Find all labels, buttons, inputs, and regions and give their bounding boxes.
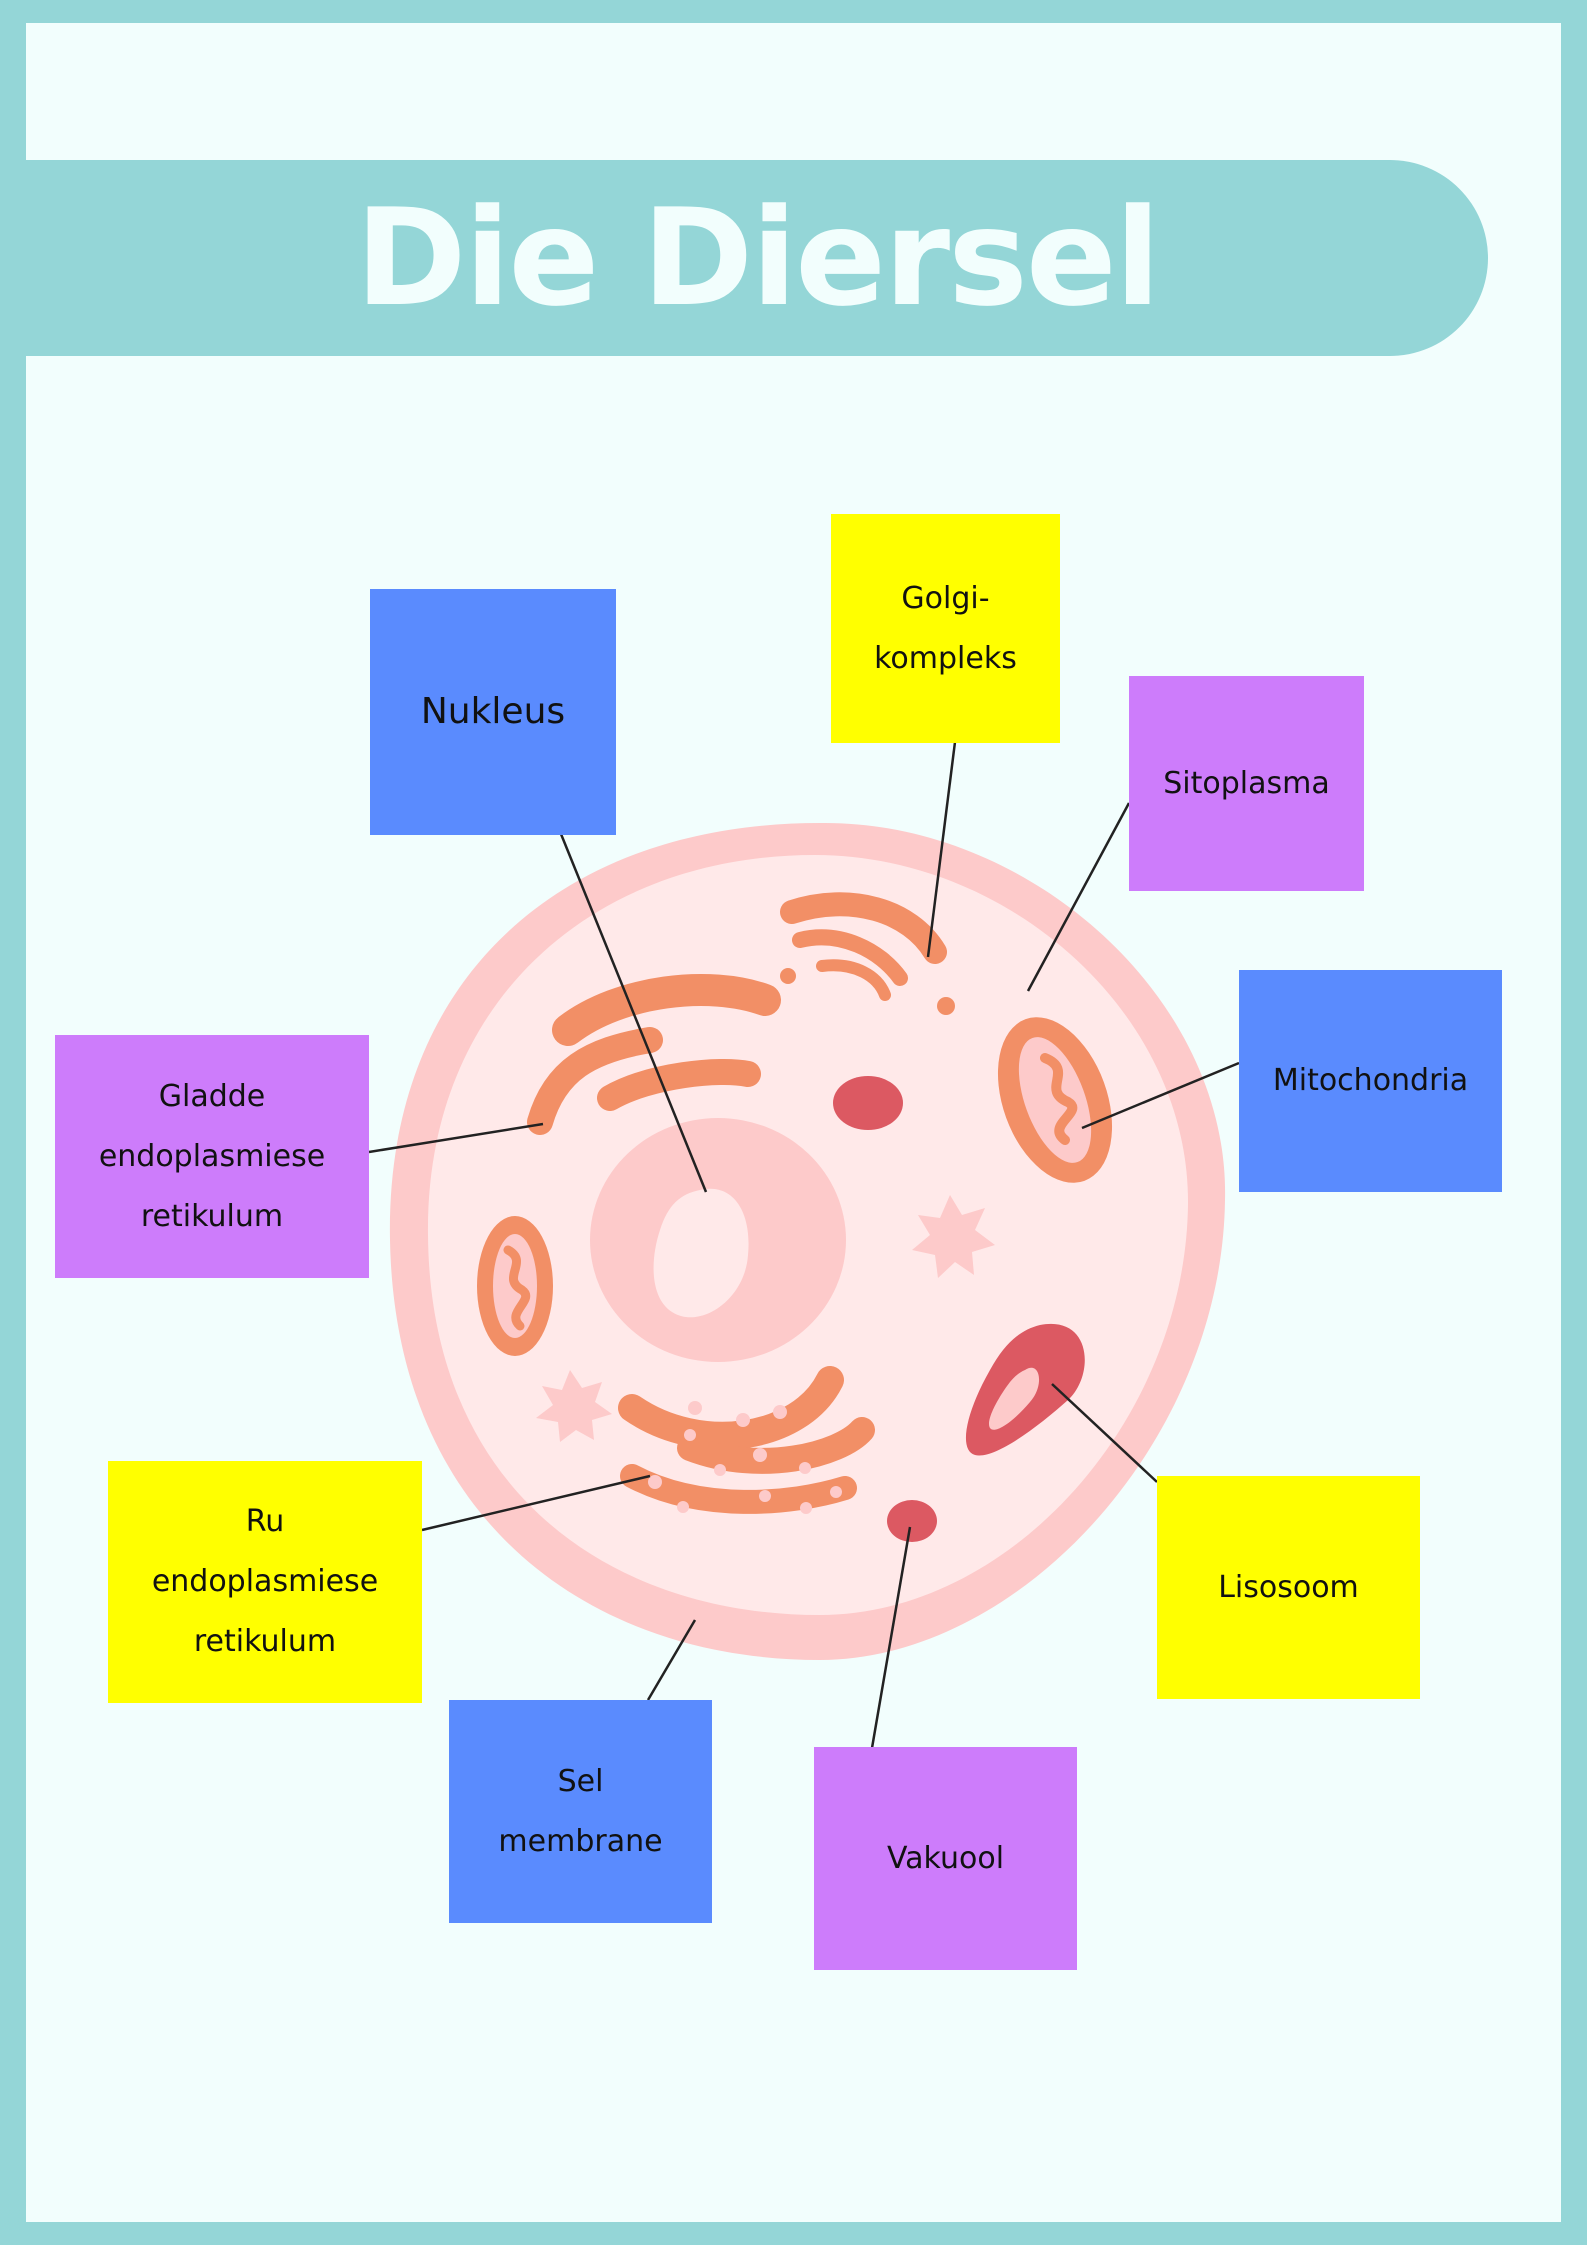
label-nucleus: Nukleus [370,589,616,835]
pointer-mitochondria [1081,1061,1240,1130]
mitochondrion-right [997,1017,1113,1183]
label-mitochondria-text: Mitochondria [1272,1063,1469,1098]
pointer-golgi [926,741,957,958]
label-rough-er-line2: endoplasmiese [151,1564,379,1599]
pointer-rough-er [421,1474,651,1532]
centrosome-left [536,1370,612,1442]
label-rough-er: Ru endoplasmiese retikulum [108,1461,422,1703]
pointer-membrane [646,1619,697,1701]
label-smooth-er: Gladde endoplasmiese retikulum [55,1035,369,1278]
label-mitochondria: Mitochondria [1239,970,1502,1192]
golgi-apparatus [780,892,955,1015]
pointer-smooth-er [368,1122,544,1154]
label-nucleus-text: Nukleus [420,691,566,732]
label-smooth-er-line1: Gladde [158,1078,266,1114]
label-golgi-line2: kompleks [874,640,1017,676]
pointer-cytoplasm [1026,802,1131,992]
label-vacuole: Vakuool [814,1747,1077,1970]
label-rough-er-line3: retikulum [193,1624,337,1659]
mitochondrion-left [477,1216,553,1356]
label-smooth-er-line2: endoplasmiese [98,1138,326,1174]
pointer-nucleus [559,833,708,1193]
label-rough-er-line1: Ru [245,1504,285,1539]
vacuole [887,1500,937,1542]
title-banner [26,160,1488,356]
nucleolus [653,1188,749,1318]
poster-title: Die Diersel [355,180,1160,336]
label-golgi-line1: Golgi- [901,580,990,616]
label-cytoplasm-text: Sitoplasma [1163,765,1330,801]
ribosomes [648,1401,842,1514]
label-membrane: Sel membrane [449,1700,712,1923]
label-vacuole-text: Vakuool [886,1840,1005,1876]
label-membrane-line1: Sel [557,1763,604,1799]
label-smooth-er-line3: retikulum [140,1198,284,1234]
smooth-er [527,974,781,1135]
label-golgi: Golgi- kompleks [831,514,1060,743]
vesicle [833,1076,903,1130]
lysosome [965,1323,1085,1456]
label-cytoplasm: Sitoplasma [1129,676,1364,891]
label-membrane-line2: membrane [498,1823,663,1859]
pointer-vacuole [870,1526,912,1749]
label-lysosome-text: Lisosoom [1218,1569,1359,1605]
centrosome-right [912,1195,995,1278]
pointer-lines [368,741,1240,1749]
label-lysosome: Lisosoom [1157,1476,1420,1699]
pointer-lysosome [1051,1383,1158,1483]
